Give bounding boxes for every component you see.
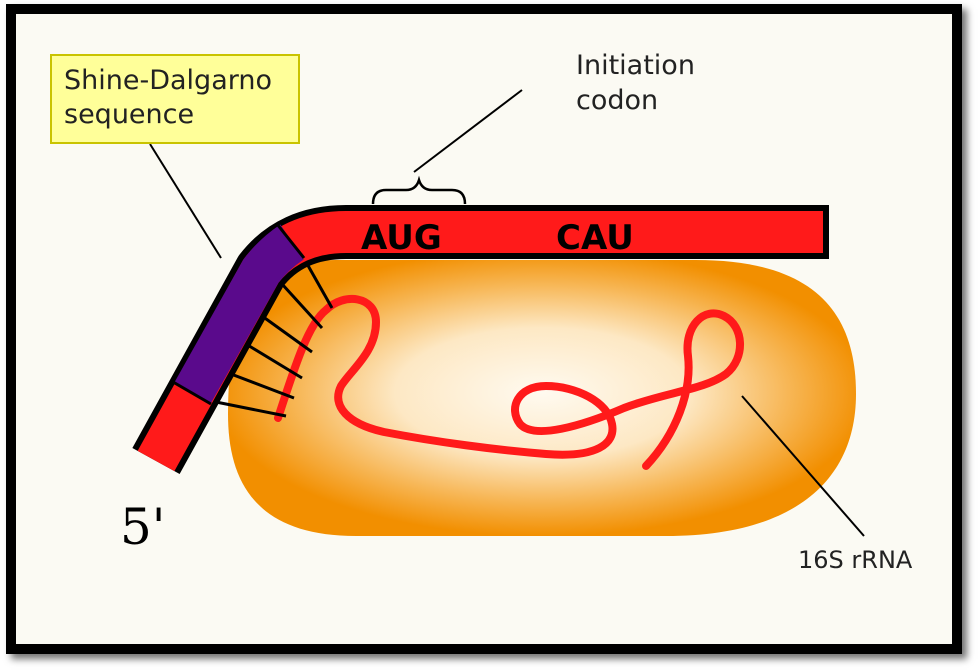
diagram-frame: AUG CAU Shine-Dalgarno sequence Initiati… xyxy=(6,4,962,654)
base-pairing-lines xyxy=(215,261,334,418)
shine-dalgarno-label-box: Shine-Dalgarno sequence xyxy=(50,54,300,144)
shine-dalgarno-label-line2: sequence xyxy=(64,99,195,130)
codon-aug: AUG xyxy=(361,218,442,258)
initiation-codon-label-line2: codon xyxy=(576,85,659,116)
codon-cau: CAU xyxy=(556,218,634,258)
initiation-codon-label: Initiation codon xyxy=(576,48,695,118)
initiation-codon-leader-line xyxy=(413,89,523,173)
ribosome-small-subunit xyxy=(228,260,856,536)
rrna-leader-line xyxy=(741,395,865,537)
rrna-label: 16S rRNA xyxy=(798,546,913,574)
codon-brace xyxy=(371,175,467,205)
shine-dalgarno-leader-line xyxy=(149,143,222,259)
initiation-codon-label-line1: Initiation xyxy=(576,50,695,81)
shine-dalgarno-label-line1: Shine-Dalgarno xyxy=(64,65,272,96)
five-prime-label: 5' xyxy=(120,498,166,556)
rrna-strand xyxy=(274,294,744,470)
segment-divider-3prime xyxy=(275,223,306,259)
shine-dalgarno-segment xyxy=(173,224,304,405)
translation-initiation-diagram xyxy=(132,89,865,537)
segment-divider-5prime xyxy=(172,380,212,406)
